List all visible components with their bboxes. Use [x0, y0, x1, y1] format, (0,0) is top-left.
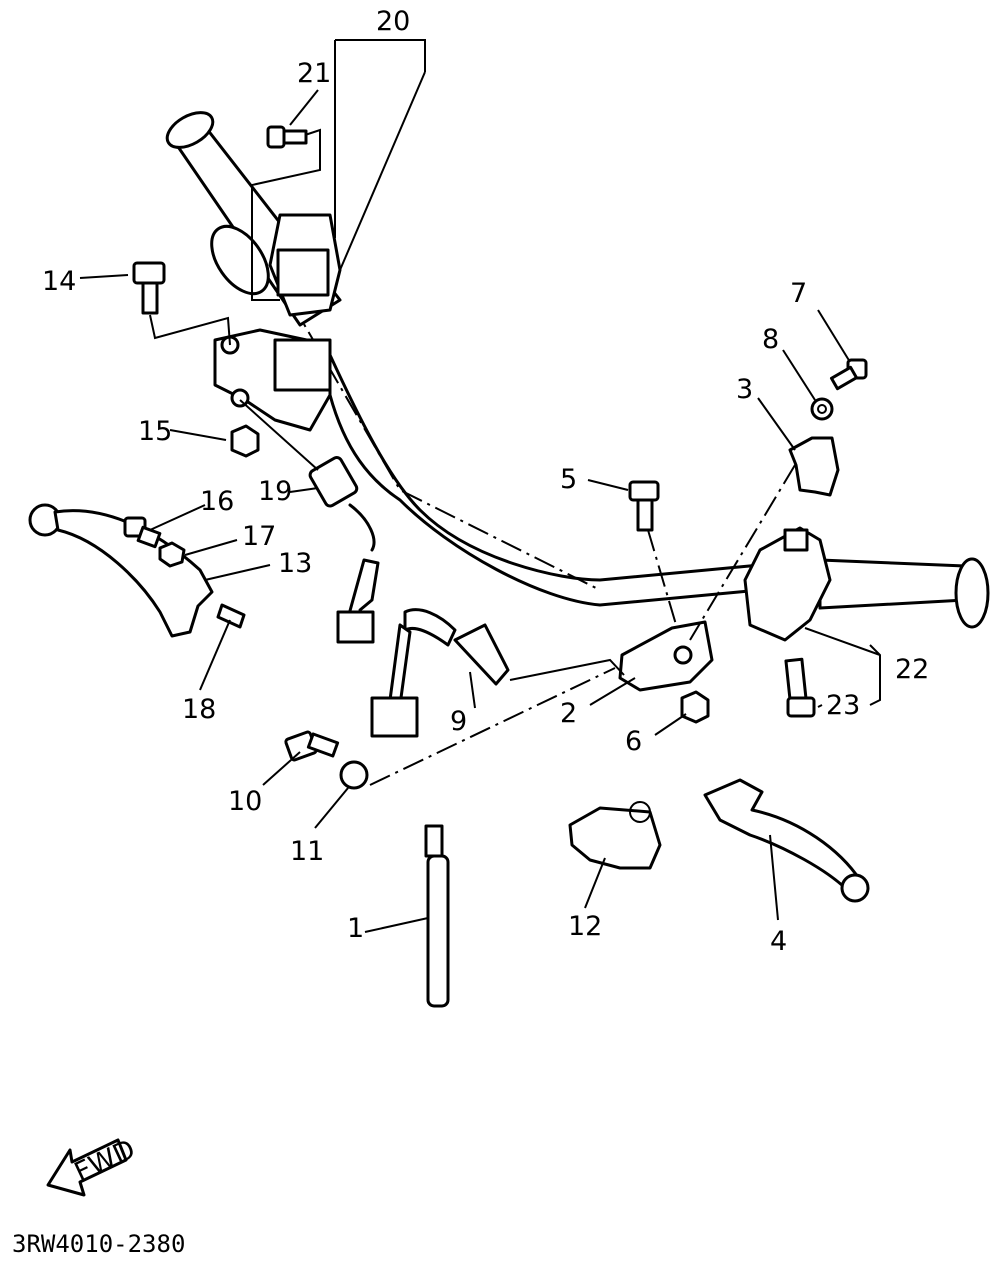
callout-12: 12	[568, 911, 602, 942]
fwd-label: FWD	[70, 1134, 140, 1189]
callout-22: 22	[895, 654, 929, 685]
right-switch-part-22	[743, 526, 990, 642]
callout-20: 20	[376, 6, 410, 37]
nut-part-15	[230, 424, 260, 458]
callout-16: 16	[200, 486, 234, 517]
clutch-lever-part-13	[28, 503, 214, 638]
callout-7: 7	[790, 278, 807, 309]
holder-part-12	[568, 801, 662, 870]
callout-1: 1	[347, 913, 364, 944]
callout-8: 8	[762, 324, 779, 355]
callout-5: 5	[560, 464, 577, 495]
callout-10: 10	[228, 786, 262, 817]
callout-3: 3	[736, 374, 753, 405]
bracket-part-2	[618, 620, 714, 692]
callout-21: 21	[297, 58, 331, 89]
clutch-lever-holder	[213, 328, 332, 432]
callout-13: 13	[278, 548, 312, 579]
handlebar	[289, 299, 761, 607]
callout-leaders	[79, 39, 881, 933]
clamp-part-3	[689, 436, 840, 641]
screw-part-16	[123, 516, 162, 549]
callout-23: 23	[826, 690, 860, 721]
bolt-part-14	[132, 261, 231, 346]
diagram-code: 3RW4010-2380	[12, 1230, 185, 1258]
callout-15: 15	[138, 416, 172, 447]
callout-17: 17	[242, 521, 276, 552]
callout-6: 6	[625, 726, 642, 757]
callout-2: 2	[560, 698, 577, 729]
nut-part-6	[680, 690, 710, 724]
brake-switch-part-9	[370, 608, 625, 738]
clutch-switch-part-19	[239, 399, 380, 644]
callout-18: 18	[182, 694, 216, 725]
brake-lever-part-4	[703, 778, 870, 903]
screw-part-23	[784, 657, 816, 718]
callout-19: 19	[258, 476, 292, 507]
screw-part-21	[251, 125, 321, 301]
callout-4: 4	[770, 926, 787, 957]
screw-part-10	[284, 730, 340, 762]
callout-11: 11	[290, 836, 324, 867]
fwd-arrow-icon: FWD	[46, 1134, 140, 1197]
nut-part-17	[158, 541, 186, 568]
spring-part-18	[216, 603, 246, 629]
bolt-part-5	[628, 480, 686, 656]
callout-labels: 20 21 14 15 19 16 17 13 18 5 7 8 3 22 23…	[42, 6, 929, 957]
nut-part-11	[339, 667, 616, 790]
callout-14: 14	[42, 266, 76, 297]
cable-tie-part-1	[424, 824, 450, 1008]
left-grip-part-20	[165, 111, 342, 327]
callout-9: 9	[450, 706, 467, 737]
washer-part-8	[810, 397, 834, 421]
screw-part-7	[829, 358, 868, 391]
